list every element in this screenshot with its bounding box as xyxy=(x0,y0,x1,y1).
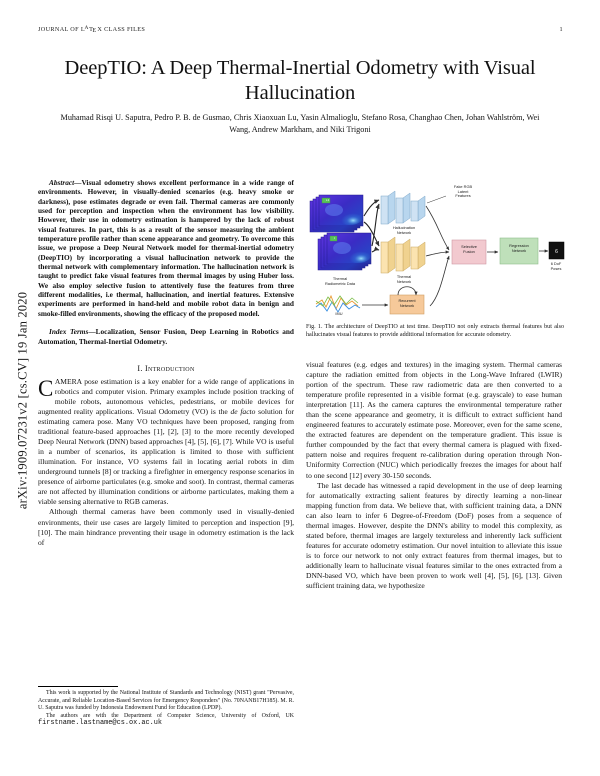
drop-cap: C xyxy=(38,375,54,401)
page-number: 1 xyxy=(559,26,563,33)
label-selective-fusion: Selective Fusion xyxy=(452,244,486,254)
label-regression-network-line2: Network xyxy=(511,247,527,253)
running-head: JOURNAL OF LATEX CLASS FILES 1 xyxy=(38,25,563,35)
footnote-rule xyxy=(38,686,118,687)
figure-1: 6 Thermal Radiometric Data IMU Hallucina… xyxy=(306,176,565,316)
label-6dof-poses-line2: Poses xyxy=(550,265,562,271)
journal-suffix: CLASS FILES xyxy=(102,26,146,33)
figure-caption: Fig. 1. The architecture of DeepTIO at t… xyxy=(306,324,564,339)
label-6dof-poses: 6 DoF Poses xyxy=(540,261,572,271)
label-thermal-radiometric-data-line2: Radiometric Data xyxy=(324,280,356,286)
footnote-funding: This work is supported by the National I… xyxy=(38,690,294,711)
latex-x: X xyxy=(97,26,103,33)
recurrent-network-box xyxy=(389,294,425,315)
figure-caption-text: The architecture of DeepTIO at test time… xyxy=(306,324,565,338)
abstract-label: Abstract xyxy=(49,178,75,187)
label-fake-rgb-line2: Latent xyxy=(457,188,469,194)
footnote-block: This work is supported by the National I… xyxy=(38,686,294,728)
label-fake-rgb-line3: Features xyxy=(455,193,471,199)
label-recurrent-network: Recurrent Network xyxy=(391,298,423,308)
label-fake-rgb-line1: Fake RGB xyxy=(453,184,473,189)
intro-p1-text-a: AMERA pose estimation is a key enabler f… xyxy=(38,376,294,416)
architecture-diagram: 6 xyxy=(309,190,565,315)
regression-network-box xyxy=(499,237,539,265)
label-selective-fusion-line1: Selective xyxy=(461,244,477,249)
label-regression-network-line1: Regression xyxy=(509,243,529,248)
latex-t: T xyxy=(89,26,94,33)
section-heading-introduction: I. Introduction xyxy=(38,364,294,373)
label-recurrent-network-line2: Network xyxy=(399,302,415,308)
latex-e: E xyxy=(92,27,97,35)
intro-paragraph-2: Although thermal cameras have been commo… xyxy=(38,507,294,547)
label-hallucination-network: Hallucination Network xyxy=(378,225,430,235)
hallucination-network-blocks xyxy=(380,190,426,225)
footnote-affiliation-text: The authors are with the Department of C… xyxy=(46,712,294,719)
page-title: DeepTIO: A Deep Thermal-Inertial Odometr… xyxy=(64,57,536,104)
label-6dof-poses-line1: 6 DoF xyxy=(550,261,562,266)
index-terms-body: Localization, Sensor Fusion, Deep Learni… xyxy=(38,327,294,346)
left-column: Abstract—Visual odometry shows excellent… xyxy=(38,178,294,548)
poses-glyph: 6 xyxy=(555,249,558,255)
index-terms-dash: — xyxy=(88,327,96,337)
abstract-body: Visual odometry shows excellent performa… xyxy=(38,178,294,318)
figure-caption-label: Fig. 1. xyxy=(306,324,323,330)
journal-name: JOURNAL OF LATEX CLASS FILES xyxy=(38,25,146,35)
imu-signal-icon xyxy=(315,294,361,313)
label-thermal-radiometric-data: Thermal Radiometric Data xyxy=(309,276,371,286)
intro-paragraph-3: visual features (e.g. edges and textures… xyxy=(306,360,562,480)
footnote-affiliation: The authors are with the Department of C… xyxy=(38,713,294,728)
selective-fusion-box xyxy=(451,239,487,265)
intro-paragraph-4: The last decade has witnessed a rapid de… xyxy=(306,480,562,591)
intro-p1-italic: de facto xyxy=(230,406,256,416)
section-title: Introduction xyxy=(144,363,195,373)
index-terms: Index Terms—Localization, Sensor Fusion,… xyxy=(38,327,294,346)
label-imu: IMU xyxy=(335,311,343,316)
label-thermal-network: Thermal Network xyxy=(378,274,430,284)
author-list: Muhamad Risqi U. Saputra, Pedro P. B. de… xyxy=(60,113,540,134)
abstract: Abstract—Visual odometry shows excellent… xyxy=(38,178,294,318)
label-thermal-radiometric-data-line1: Thermal xyxy=(332,276,348,281)
latex-a: A xyxy=(84,25,89,32)
abstract-dash: — xyxy=(74,178,82,187)
frame-tag-prev: t-1 xyxy=(325,198,330,202)
intro-p1-text-b: solution for estimating camera pose. Man… xyxy=(38,406,294,507)
label-recurrent-network-line1: Recurrent xyxy=(398,298,416,303)
label-thermal-network-line2: Network xyxy=(396,278,412,284)
label-fake-rgb-latent-features: Fake RGB Latent Features xyxy=(442,184,484,199)
thermal-frame-stack-prev xyxy=(309,194,364,233)
label-thermal-network-line1: Thermal xyxy=(396,274,412,279)
thermal-network-blocks xyxy=(380,236,426,274)
label-selective-fusion-line2: Fusion xyxy=(463,248,475,254)
journal-prefix: JOURNAL OF xyxy=(38,26,81,33)
index-terms-label: Index Terms xyxy=(49,327,89,337)
latex-logo: LATEX xyxy=(80,25,103,35)
frame-tag-current: t xyxy=(334,236,335,240)
poses-output-box xyxy=(548,241,565,260)
footnote-email: firstname.lastname@cs.ox.ac.uk xyxy=(38,719,163,727)
label-regression-network: Regression Network xyxy=(500,243,538,253)
right-column: visual features (e.g. edges and textures… xyxy=(306,360,562,591)
label-hallucination-network-line1: Hallucination xyxy=(392,225,416,230)
thermal-frame-stack-current xyxy=(317,232,372,271)
latex-l: L xyxy=(80,26,85,33)
section-number: I. xyxy=(137,363,143,373)
label-hallucination-network-line2: Network xyxy=(396,229,412,235)
arxiv-stamp: arXiv:1909.07231v2 [cs.CV] 19 Jan 2020 xyxy=(15,291,30,510)
